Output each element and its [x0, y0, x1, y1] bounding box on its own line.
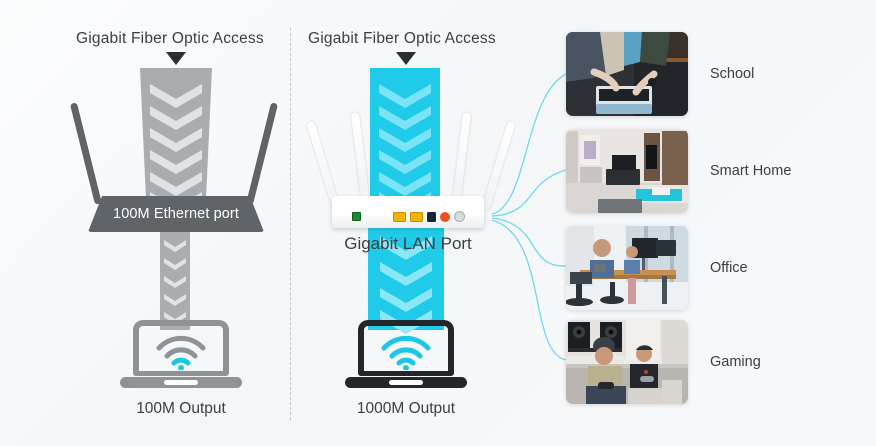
- scenario-label-gaming: Gaming: [710, 354, 761, 370]
- wifi-icon: [154, 332, 208, 375]
- scenario-office[interactable]: Office: [566, 226, 748, 310]
- scenario-label-school: School: [710, 66, 755, 82]
- arrow-down-icon-right: [396, 52, 416, 65]
- laptop-screen: [133, 320, 229, 376]
- scenario-gaming[interactable]: Gaming: [566, 320, 761, 404]
- school-thumbnail[interactable]: [566, 32, 688, 116]
- right-header: Gigabit Fiber Optic Access: [308, 30, 496, 47]
- arrow-down-icon: [166, 52, 186, 65]
- laptop-100m: [120, 320, 242, 388]
- lan-port-1-icon: [393, 211, 406, 222]
- scenario-school[interactable]: School: [566, 32, 754, 116]
- scenario-label-smart-home: Smart Home: [710, 163, 792, 179]
- laptop-screen-right: [358, 320, 454, 376]
- router-100m: 100M Ethernet port: [88, 196, 264, 232]
- ethernet-port-label: 100M Ethernet port: [113, 206, 239, 222]
- power-port-icon: [427, 211, 436, 222]
- router-gigabit: [332, 196, 484, 228]
- wifi-icon-right: [379, 332, 433, 375]
- left-band-wide: [140, 68, 212, 216]
- router-body: [88, 196, 264, 232]
- gaming-thumbnail[interactable]: [566, 320, 688, 404]
- laptop-base: [120, 377, 242, 388]
- fiber-port-icon: [352, 212, 361, 221]
- right-band-lower: [368, 228, 444, 334]
- router-port-row: [352, 211, 472, 222]
- power-button-icon: [440, 211, 450, 222]
- left-output-label: 100M Output: [136, 400, 226, 417]
- laptop-notch-right: [389, 380, 423, 385]
- gigabit-lan-port-label: Gigabit LAN Port: [344, 234, 472, 253]
- laptop-gigabit: [345, 320, 467, 388]
- left-band-narrow: [160, 230, 190, 330]
- laptop-base-right: [345, 377, 467, 388]
- office-thumbnail[interactable]: [566, 226, 688, 310]
- reset-button-icon: [454, 211, 465, 222]
- scenario-smart-home[interactable]: Smart Home: [566, 129, 791, 213]
- right-output-label: 1000M Output: [356, 400, 456, 417]
- smart-home-thumbnail[interactable]: [566, 129, 688, 213]
- panel-divider: [290, 28, 291, 420]
- lan-port-2-icon: [410, 211, 423, 222]
- left-header: Gigabit Fiber Optic Access: [76, 30, 264, 47]
- scenario-label-office: Office: [710, 260, 748, 276]
- right-band-wide: [370, 68, 440, 216]
- laptop-notch: [164, 380, 198, 385]
